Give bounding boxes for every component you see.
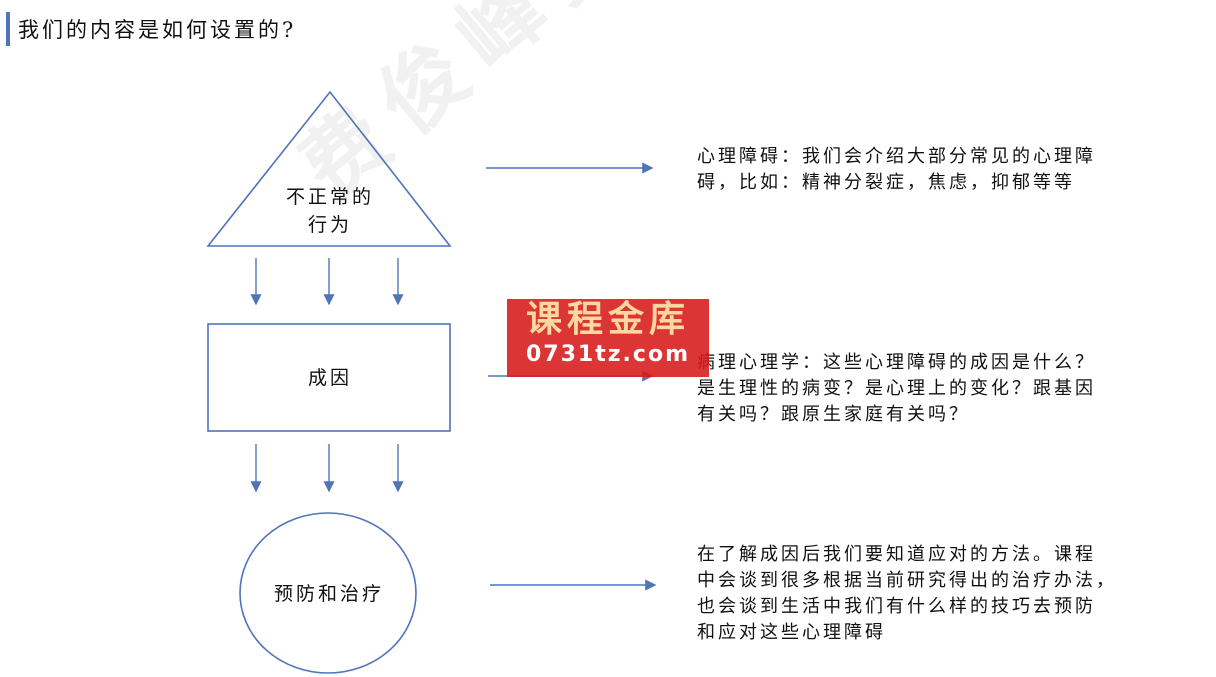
description-disorders: 心理障碍：我们会介绍大部分常见的心理障 碍，比如：精神分裂症，焦虑，抑郁等等 bbox=[697, 146, 1096, 193]
title-accent-bar bbox=[6, 12, 10, 46]
circle-shape bbox=[239, 512, 417, 674]
watermark-badge: 课程金库 0731tz.com bbox=[507, 299, 709, 377]
description-treatment: 在了解成因后我们要知道应对的方法。课程 中会谈到很多根据当前研究得出的治疗办法，… bbox=[697, 544, 1117, 643]
circle-label: 预防和治疗 bbox=[273, 583, 384, 605]
triangle-shape bbox=[206, 90, 452, 247]
rectangle-label: 成因 bbox=[307, 367, 352, 389]
description-causes: 病理心理学：这些心理障碍的成因是什么？ 是生理性的病变？是心理上的变化？跟基因 … bbox=[697, 352, 1096, 425]
badge-title: 课程金库 bbox=[525, 299, 690, 340]
triangle-label: 不正常的 行为 bbox=[285, 186, 374, 236]
rectangle-shape bbox=[207, 323, 451, 432]
badge-url: 0731tz.com bbox=[526, 342, 690, 367]
page-title: 我们的内容是如何设置的? bbox=[18, 18, 297, 42]
